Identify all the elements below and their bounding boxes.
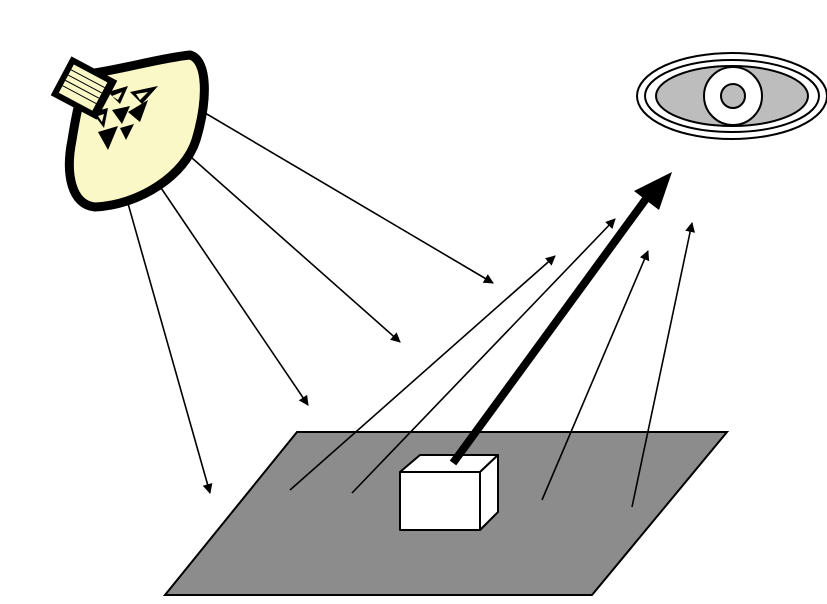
reflected-ray (631, 222, 696, 508)
lamp-icon (50, 50, 209, 212)
incident-rays (126, 109, 494, 494)
reflected-rays (289, 218, 696, 508)
reflected-ray (289, 255, 556, 491)
incident-ray (126, 199, 213, 494)
incident-ray (182, 149, 401, 343)
incident-ray (199, 109, 494, 284)
bold-arrowhead (634, 172, 672, 210)
lamp-filament-highlights (98, 92, 148, 122)
bold-reflected-ray (449, 189, 655, 466)
eye-icon (636, 52, 827, 140)
reflected-ray (351, 218, 616, 494)
incident-ray (156, 181, 309, 406)
cube-front-face (399, 471, 481, 531)
reflected-ray (541, 250, 650, 501)
object-cube (399, 454, 499, 531)
lamp-socket (50, 56, 118, 120)
